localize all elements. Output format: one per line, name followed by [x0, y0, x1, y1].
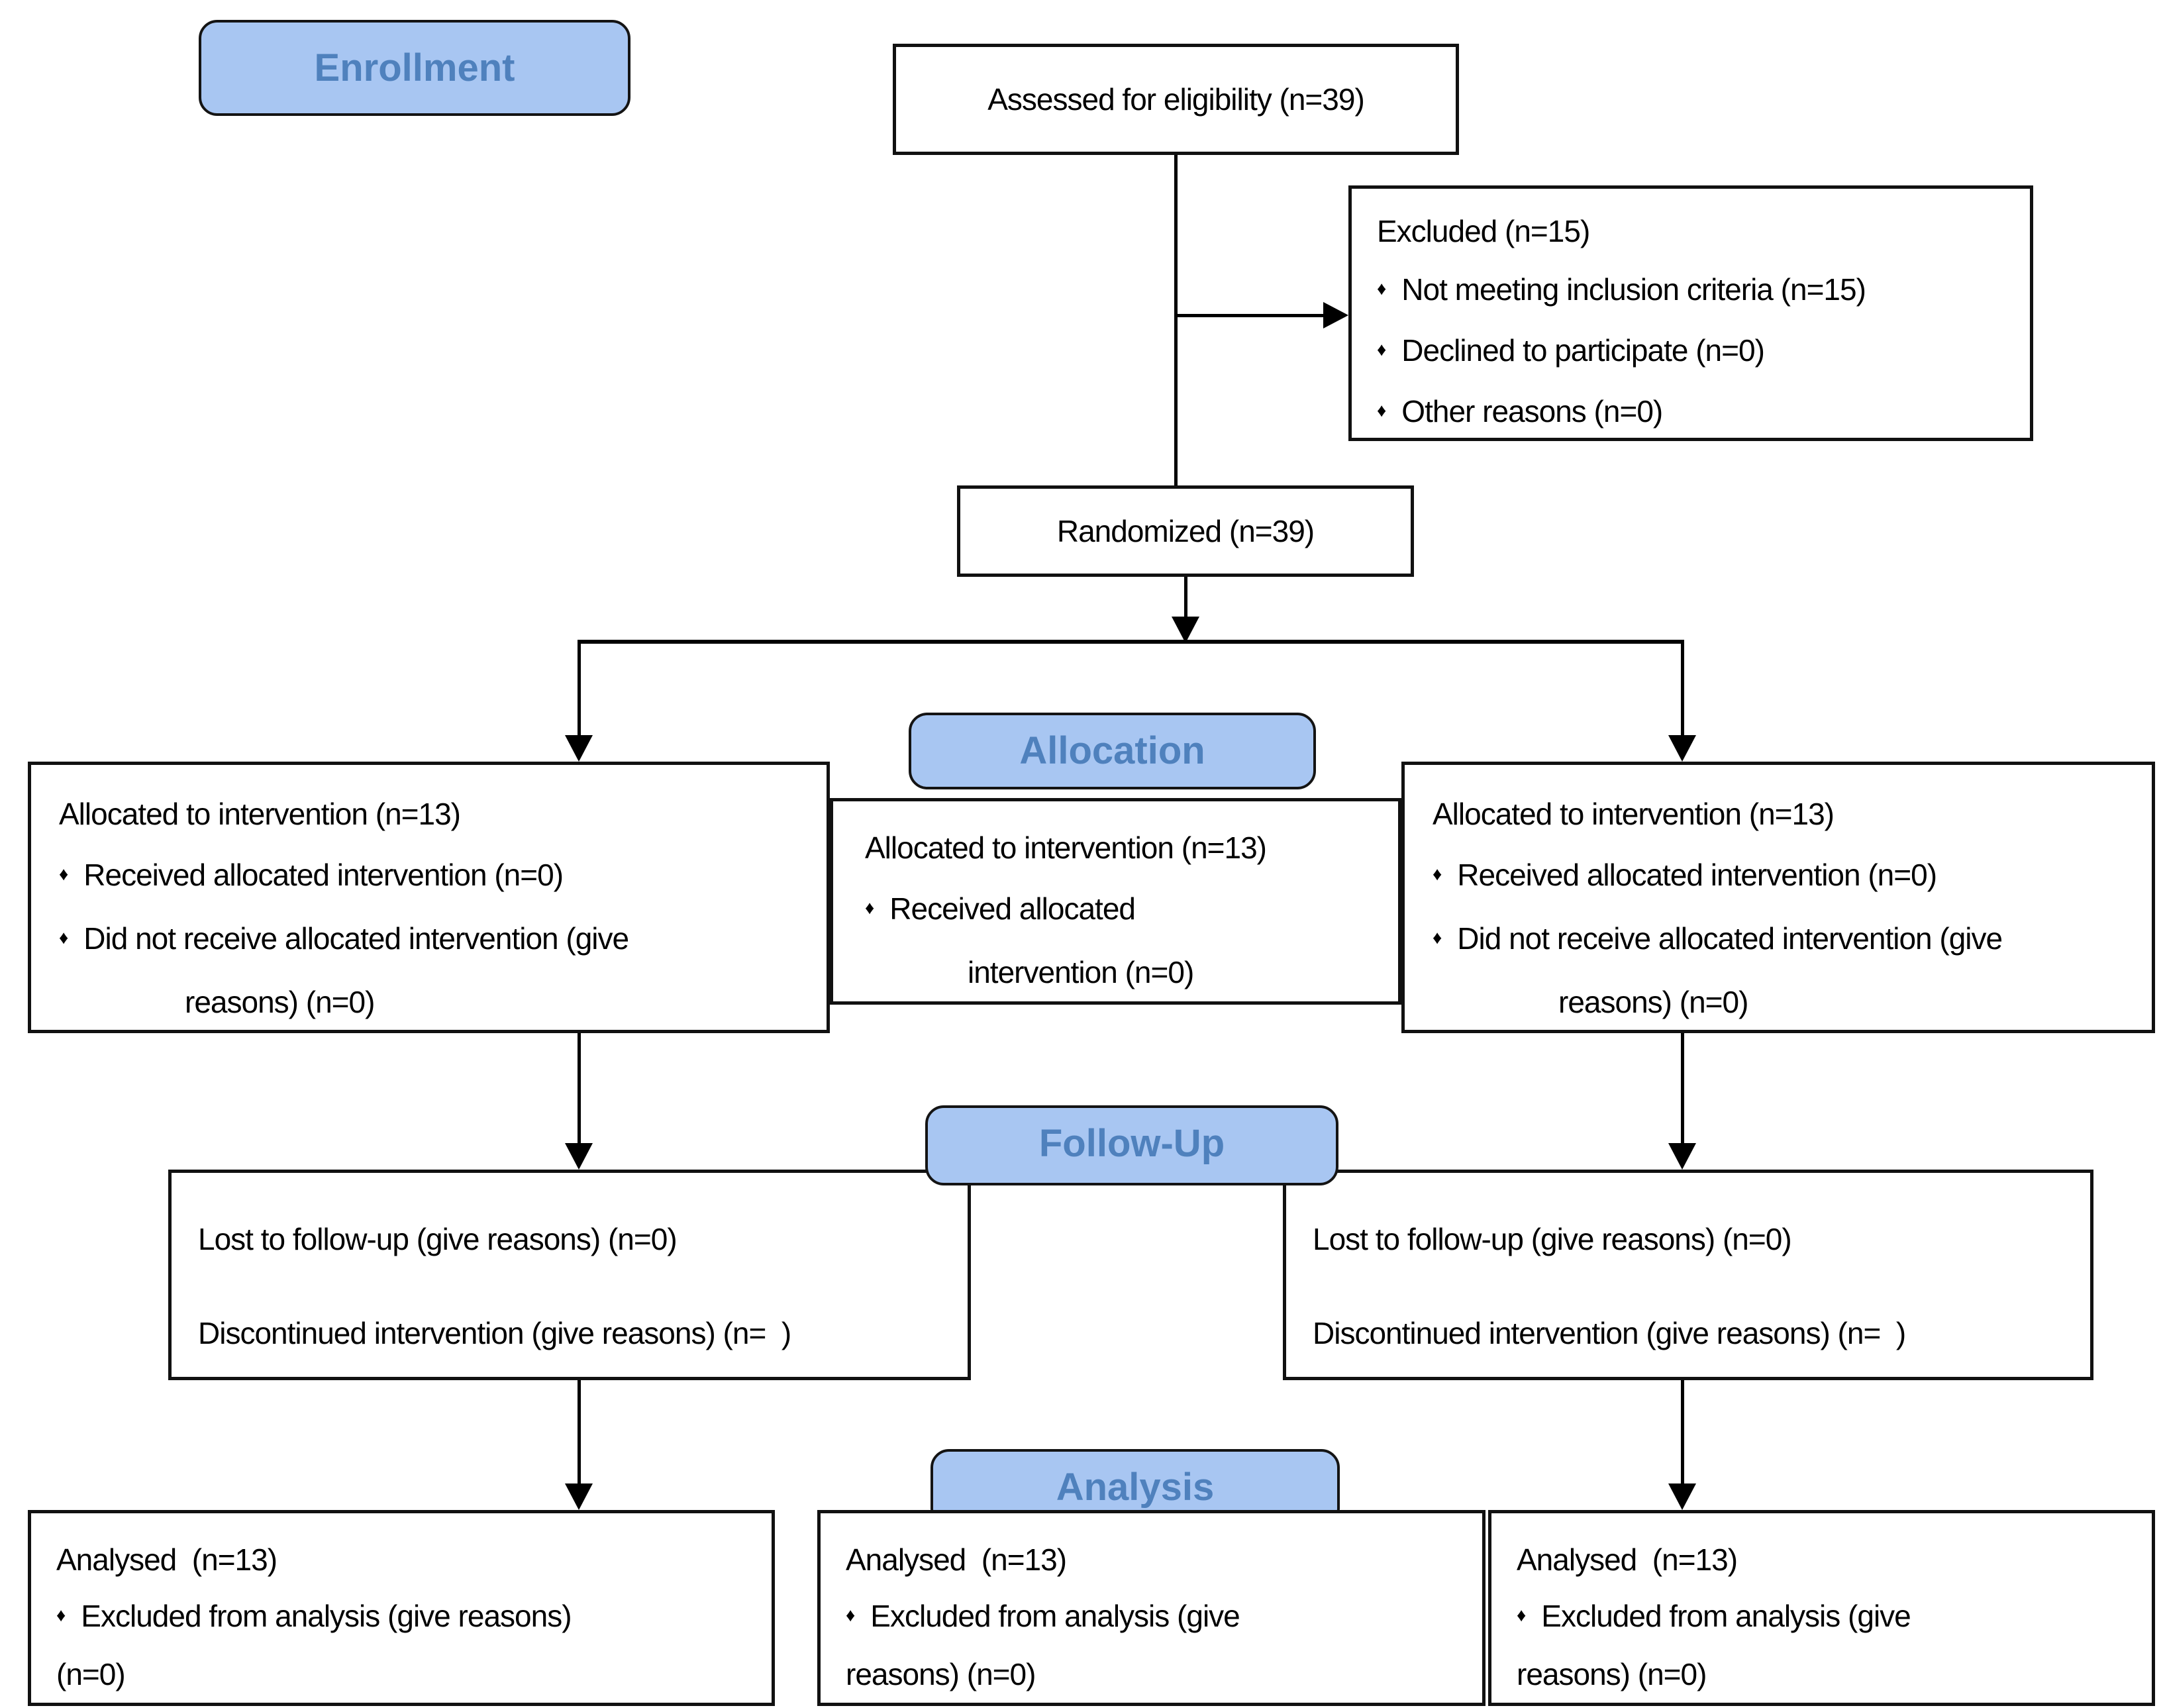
analysed-middle-bullet1: ♦ Excluded from analysis (give [846, 1588, 1474, 1646]
arrowhead-randomized-to-branch [1172, 617, 1199, 643]
branch-line [578, 640, 1684, 644]
allocated-left-bullet2-text: Did not receive allocated intervention (… [83, 921, 629, 956]
excluded-item: ♦ Other reasons (n=0) [1377, 382, 2017, 443]
connector-branch-to-allocated-left [578, 644, 581, 736]
arrowhead-to-excluded [1323, 302, 1348, 328]
stage-label-followup: Follow-Up [925, 1105, 1338, 1185]
allocated-middle-title: Allocated to intervention (n=13) [865, 830, 1267, 865]
allocated-middle-bullet1-text: Received allocated [889, 891, 1136, 926]
analysed-left-bullet1-text: Excluded from analysis (give reasons) [81, 1599, 572, 1633]
allocated-left-bullet1: ♦ Received allocated intervention (n=0) [59, 844, 817, 908]
followup-left-line2: Discontinued intervention (give reasons)… [198, 1316, 791, 1350]
arrowhead-allocated-right [1668, 735, 1696, 762]
allocated-left-bullet2: ♦ Did not receive allocated intervention … [59, 908, 817, 972]
followup-left-line1: Lost to follow-up (give reasons) (n=0) [198, 1222, 678, 1256]
followup-right-box: Lost to follow-up (give reasons) (n=0) D… [1283, 1170, 2093, 1380]
connector-followup-to-analysed-left [578, 1380, 581, 1483]
followup-right-line1: Lost to follow-up (give reasons) (n=0) [1313, 1222, 1792, 1256]
analysed-right-bullet1-text: Excluded from analysis (give [1541, 1599, 1911, 1633]
diamond-bullet-icon: ♦ [59, 927, 68, 948]
excluded-item: ♦ Declined to participate (n=0) [1377, 321, 2017, 382]
allocated-right-bullet2: ♦ Did not receive allocated intervention … [1433, 908, 2142, 972]
connector-allocated-to-followup-right [1681, 1033, 1684, 1143]
allocated-middle-bullet1: ♦ Received allocated [865, 878, 1388, 942]
stage-label-allocation-text: Allocation [1019, 729, 1205, 772]
excluded-box: Excluded (n=15) ♦ Not meeting inclusion c… [1348, 185, 2033, 441]
analysed-middle-box: Analysed (n=13) ♦ Excluded from analysis … [817, 1510, 1485, 1706]
stage-label-followup-text: Follow-Up [1038, 1122, 1225, 1165]
allocated-right-box: Allocated to intervention (n=13) ♦ Receiv… [1401, 762, 2155, 1033]
assessed-box: Assessed for eligibility (n=39) [893, 44, 1459, 155]
arrowhead-followup-left [565, 1143, 593, 1170]
analysed-left-title: Analysed (n=13) [56, 1542, 277, 1577]
diamond-bullet-icon: ♦ [1433, 927, 1442, 948]
excluded-item: ♦ Not meeting inclusion criteria (n=15) [1377, 260, 2017, 321]
excluded-title: Excluded (n=15) [1377, 214, 1590, 248]
allocated-right-bullet2-text: Did not receive allocated intervention (… [1457, 921, 2003, 956]
connector-branch-to-allocated-right [1681, 644, 1684, 736]
diamond-bullet-icon: ♦ [1517, 1605, 1526, 1626]
stage-label-enrollment: Enrollment [199, 20, 630, 116]
stage-label-analysis-text: Analysis [1056, 1466, 1215, 1509]
allocated-right-bullet2-cont: reasons) (n=0) [1558, 984, 1748, 1019]
arrowhead-followup-right [1668, 1143, 1696, 1170]
analysed-right-box: Analysed (n=13) ♦ Excluded from analysis … [1488, 1510, 2155, 1706]
allocated-left-box: Allocated to intervention (n=13) ♦ Receiv… [28, 762, 830, 1033]
arrowhead-allocated-left [565, 735, 593, 762]
analysed-left-cont: (n=0) [56, 1657, 126, 1692]
arrowhead-analysed-right [1668, 1483, 1696, 1510]
analysed-left-bullet1: ♦ Excluded from analysis (give reasons) [56, 1588, 764, 1646]
assessed-text: Assessed for eligibility (n=39) [987, 82, 1365, 117]
randomized-text: Randomized (n=39) [1056, 514, 1315, 548]
allocated-left-bullet2-cont: reasons) (n=0) [185, 984, 375, 1019]
connector-followup-to-analysed-right [1681, 1380, 1684, 1483]
excluded-item-text: Not meeting inclusion criteria (n=15) [1401, 272, 1866, 307]
analysed-middle-title: Analysed (n=13) [846, 1542, 1067, 1577]
stage-label-enrollment-text: Enrollment [314, 46, 515, 89]
analysed-right-cont: reasons) (n=0) [1517, 1657, 1707, 1692]
arrowhead-analysed-left [565, 1483, 593, 1510]
analysed-middle-bullet1-text: Excluded from analysis (give [870, 1599, 1240, 1633]
connector-assessed-to-randomized [1174, 155, 1178, 485]
diamond-bullet-icon: ♦ [59, 863, 68, 884]
allocated-left-title: Allocated to intervention (n=13) [59, 797, 461, 831]
followup-right-line2: Discontinued intervention (give reasons)… [1313, 1316, 1906, 1350]
diamond-bullet-icon: ♦ [846, 1605, 855, 1626]
diamond-bullet-icon: ♦ [1377, 277, 1386, 299]
diamond-bullet-icon: ♦ [1377, 338, 1386, 360]
analysed-middle-cont: reasons) (n=0) [846, 1657, 1036, 1692]
allocated-middle-box: Allocated to intervention (n=13) ♦ Receiv… [830, 798, 1401, 1005]
diamond-bullet-icon: ♦ [1433, 863, 1442, 884]
analysed-right-title: Analysed (n=13) [1517, 1542, 1738, 1577]
diamond-bullet-icon: ♦ [1377, 399, 1386, 421]
excluded-item-text: Other reasons (n=0) [1401, 393, 1663, 428]
connector-to-excluded [1177, 314, 1323, 317]
diamond-bullet-icon: ♦ [865, 897, 874, 918]
randomized-box: Randomized (n=39) [957, 485, 1414, 577]
analysed-right-bullet1: ♦ Excluded from analysis (give [1517, 1588, 2144, 1646]
diamond-bullet-icon: ♦ [56, 1605, 66, 1626]
allocated-right-bullet1: ♦ Received allocated intervention (n=0) [1433, 844, 2142, 908]
allocated-middle-bullet1-cont: intervention (n=0) [968, 954, 1194, 989]
allocated-right-title: Allocated to intervention (n=13) [1433, 797, 1835, 831]
followup-left-box: Lost to follow-up (give reasons) (n=0) D… [168, 1170, 971, 1380]
connector-randomized-to-branch [1184, 577, 1187, 617]
connector-allocated-to-followup-left [578, 1033, 581, 1143]
excluded-item-text: Declined to participate (n=0) [1401, 332, 1765, 368]
analysed-left-box: Analysed (n=13) ♦ Excluded from analysis … [28, 1510, 775, 1706]
allocated-right-bullet1-text: Received allocated intervention (n=0) [1457, 858, 1937, 892]
allocated-left-bullet1-text: Received allocated intervention (n=0) [83, 858, 564, 892]
stage-label-allocation: Allocation [909, 713, 1316, 789]
